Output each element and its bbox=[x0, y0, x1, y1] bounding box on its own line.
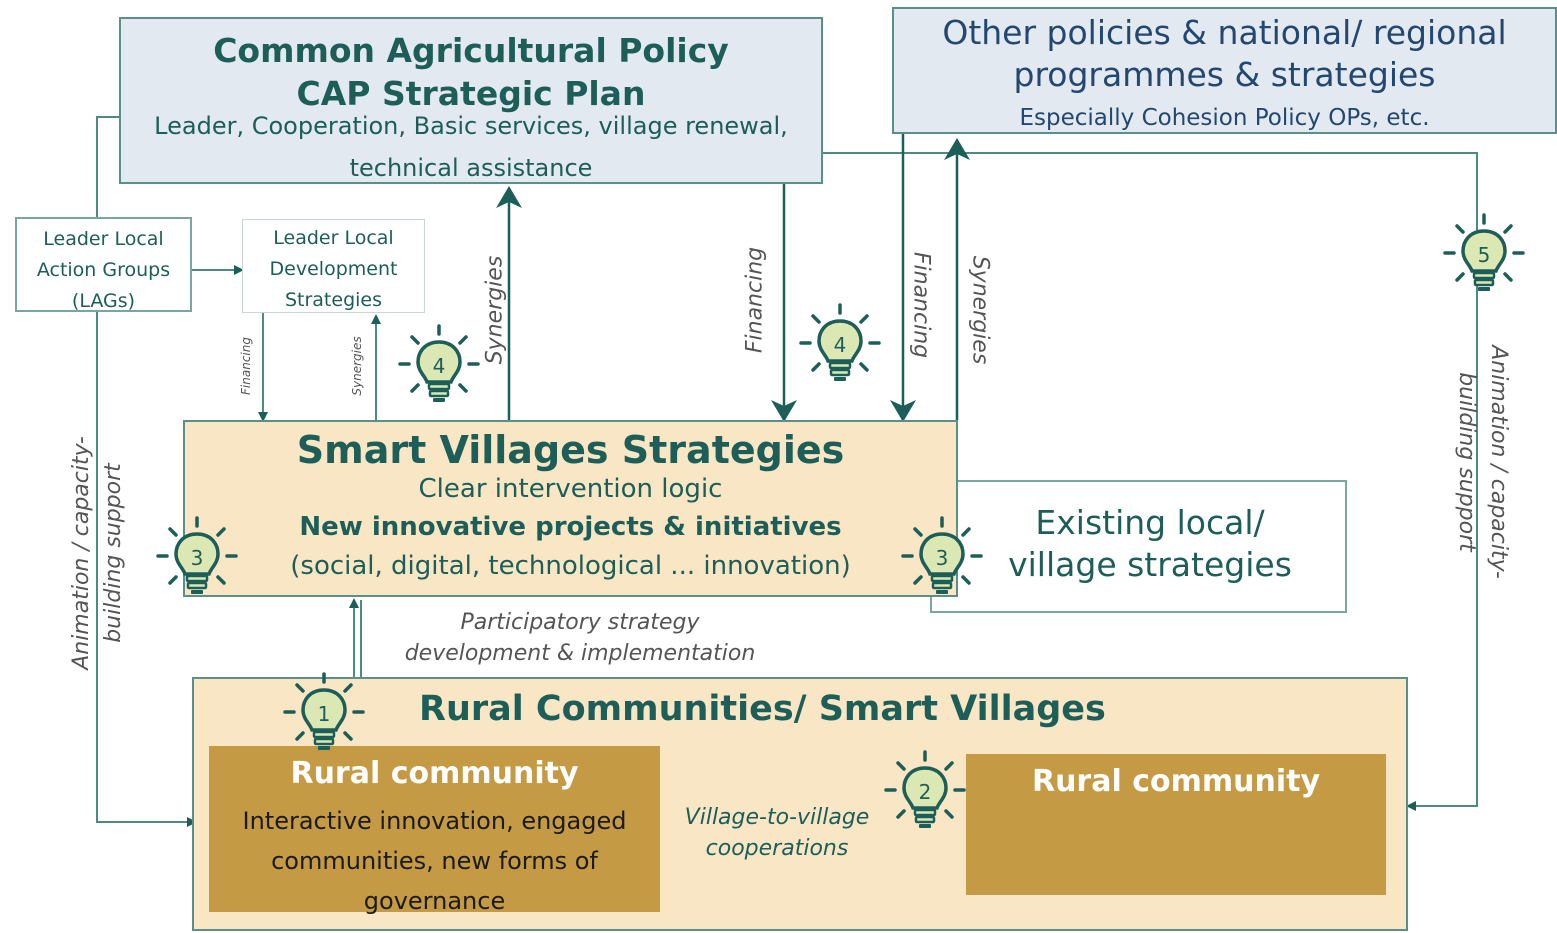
lightbulb-icon-1: 1 bbox=[283, 672, 365, 750]
cap-measures-line2: technical assistance bbox=[349, 154, 593, 182]
rural-community-2-title: Rural community bbox=[1031, 764, 1321, 799]
rural-community-2: Rural community bbox=[966, 754, 1386, 895]
v2v-line1: Village-to-village bbox=[684, 805, 870, 830]
other-policies-title-line2: programmes & strategies bbox=[1013, 55, 1436, 94]
lds-line1: Leader Local bbox=[273, 227, 394, 249]
synergies-label-cap: Synergies bbox=[482, 255, 508, 365]
svg-text:2: 2 bbox=[919, 780, 932, 804]
financing-label-lds: Financing bbox=[239, 337, 253, 395]
cap-box: Common Agricultural Policy CAP Strategic… bbox=[119, 17, 823, 184]
svg-text:1: 1 bbox=[318, 702, 331, 726]
svg-text:4: 4 bbox=[834, 333, 847, 357]
cap-measures-line1: Leader, Cooperation, Basic services, vil… bbox=[154, 112, 788, 140]
rural-community-1: Rural community Interactive innovation, … bbox=[209, 746, 660, 915]
other-policies-box: Other policies & national/ regional prog… bbox=[892, 7, 1557, 134]
svg-text:3: 3 bbox=[936, 546, 949, 570]
lightbulb-icon-4-left: 4 bbox=[398, 324, 480, 402]
rural-community-1-line1: Interactive innovation, engaged bbox=[242, 807, 627, 835]
lag-box: Leader Local Action Groups (LAGs) bbox=[15, 217, 192, 312]
financing-label-cap: Financing bbox=[742, 246, 768, 354]
animation-right-line1: Animation / capacity- bbox=[1486, 345, 1511, 579]
lag-line1: Leader Local bbox=[43, 228, 164, 250]
lightbulb-icon-3-right: 3 bbox=[901, 516, 983, 594]
svs-line2: New innovative projects & initiatives bbox=[299, 512, 842, 542]
rural-community-1-title: Rural community bbox=[290, 756, 579, 791]
svg-text:4: 4 bbox=[433, 354, 446, 378]
financing-label-other: Financing bbox=[908, 251, 934, 359]
existing-line2: village strategies bbox=[1008, 545, 1292, 584]
lag-line2: Action Groups bbox=[36, 259, 171, 281]
existing-line1: Existing local/ bbox=[1035, 503, 1265, 542]
animation-left-line1: Animation / capacity- bbox=[69, 436, 94, 670]
lightbulb-icon-5: 5 bbox=[1443, 213, 1525, 291]
v2v-line2: cooperations bbox=[705, 836, 849, 861]
svg-text:5: 5 bbox=[1478, 243, 1491, 267]
synergies-label-other: Synergies bbox=[967, 255, 993, 365]
cap-title: Common Agricultural Policy bbox=[213, 31, 729, 70]
svg-text:3: 3 bbox=[191, 546, 204, 570]
participatory-line1: Participatory strategy bbox=[460, 610, 700, 635]
participatory-line2: development & implementation bbox=[404, 641, 756, 666]
svs-line1: Clear intervention logic bbox=[418, 474, 723, 504]
animation-right-line2: building support bbox=[1454, 372, 1479, 552]
lds-box: Leader Local Development Strategies bbox=[242, 219, 425, 313]
svs-title: Smart Villages Strategies bbox=[296, 428, 845, 472]
rural-community-1-line2: communities, new forms of bbox=[271, 847, 598, 875]
smart-villages-strategies-box: Smart Villages Strategies Clear interven… bbox=[183, 420, 958, 597]
lightbulb-icon-3-left: 3 bbox=[156, 516, 238, 594]
other-policies-title: Other policies & national/ regional bbox=[942, 13, 1507, 52]
lightbulb-icon-2: 2 bbox=[884, 750, 966, 828]
synergies-label-lds: Synergies bbox=[350, 336, 364, 396]
animation-label-right: Animation / capacity- building support bbox=[1450, 345, 1514, 579]
svs-line3: (social, digital, technological ... inno… bbox=[290, 551, 851, 581]
lds-line3: Strategies bbox=[284, 289, 383, 311]
village-to-village-label: Village-to-village cooperations bbox=[685, 802, 870, 864]
existing-strategies-box: Existing local/ village strategies bbox=[930, 480, 1347, 613]
lightbulb-icon-4-right: 4 bbox=[799, 303, 881, 381]
lds-line2: Development bbox=[269, 258, 398, 280]
lag-line3: (LAGs) bbox=[71, 290, 136, 312]
animation-left-line2: building support bbox=[101, 463, 126, 643]
rural-community-1-line3: governance bbox=[363, 887, 506, 915]
rural-communities-title: Rural Communities/ Smart Villages bbox=[419, 689, 1106, 729]
animation-label-left: Animation / capacity- building support bbox=[66, 436, 130, 670]
cap-subtitle: CAP Strategic Plan bbox=[296, 74, 646, 113]
participatory-label: Participatory strategy development & imp… bbox=[404, 607, 756, 669]
other-policies-subtitle: Especially Cohesion Policy OPs, etc. bbox=[1019, 105, 1430, 131]
